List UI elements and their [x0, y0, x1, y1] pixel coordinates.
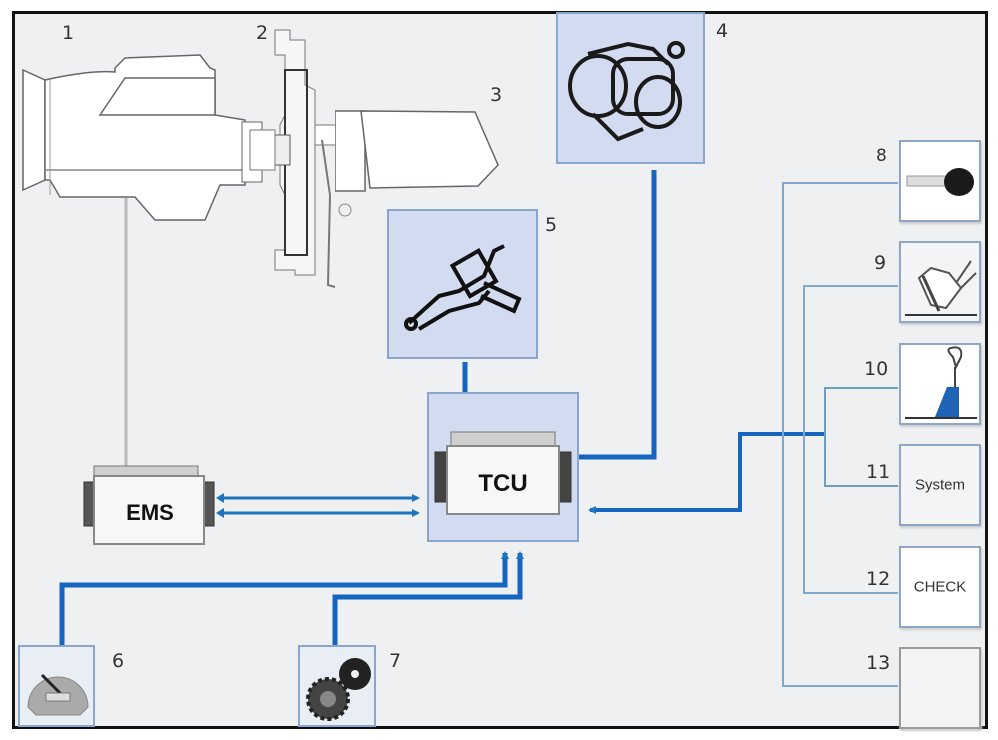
hydraulic-module-box[interactable] — [556, 12, 705, 164]
label-1: 1 — [62, 22, 75, 44]
label-9: 9 — [874, 252, 887, 274]
label-5: 5 — [545, 214, 558, 236]
line-pedal — [803, 285, 898, 594]
line-controls-tcu — [588, 432, 825, 514]
gearbox-icon — [335, 110, 499, 192]
shift-lever-box[interactable] — [899, 343, 981, 425]
label-6: 6 — [112, 650, 125, 672]
empty-display-box[interactable] — [899, 647, 981, 729]
key-box[interactable] — [899, 140, 981, 222]
gears-box[interactable] — [298, 645, 376, 727]
shift-lever-icon — [905, 346, 977, 419]
ems-housing-icon — [83, 465, 215, 545]
label-13: 13 — [866, 652, 891, 674]
line-speedo-tcu — [59, 551, 509, 645]
arrow-ems-1 — [216, 493, 224, 503]
line-key — [782, 182, 898, 687]
tcu-housing-icon — [434, 431, 572, 515]
pedal-icon — [905, 260, 977, 316]
label-8: 8 — [876, 146, 887, 166]
speedometer-box[interactable] — [18, 645, 95, 727]
actuator-icon — [404, 244, 522, 331]
label-3: 3 — [490, 84, 503, 106]
line-gears-tcu — [332, 551, 524, 645]
label-4: 4 — [716, 20, 729, 42]
label-11: 11 — [866, 461, 891, 483]
actuator-box[interactable] — [387, 209, 538, 359]
check-display-box[interactable]: CHECK — [899, 546, 981, 628]
pedal-box[interactable] — [899, 241, 981, 323]
arrow-ems-2 — [216, 508, 224, 518]
line-hydraulic-tcu — [578, 170, 657, 460]
ems-unit[interactable]: EMS — [82, 462, 218, 546]
tcu-label: TCU — [478, 470, 528, 497]
hydraulic-module-icon — [568, 41, 685, 142]
label-7: 7 — [389, 650, 402, 672]
line-lever — [824, 387, 898, 487]
ems-label: EMS — [126, 500, 174, 525]
label-10: 10 — [864, 358, 889, 380]
key-icon — [906, 168, 974, 196]
check-display-text: CHECK — [913, 578, 967, 596]
system-display-text: System — [914, 476, 965, 494]
label-12: 12 — [866, 568, 891, 590]
engine-icon — [22, 54, 263, 221]
system-display-box[interactable]: System — [899, 444, 981, 526]
gears-icon — [306, 658, 371, 721]
label-2: 2 — [256, 22, 269, 44]
speedometer-icon — [27, 673, 89, 716]
tcu-box[interactable]: TCU — [427, 392, 579, 542]
